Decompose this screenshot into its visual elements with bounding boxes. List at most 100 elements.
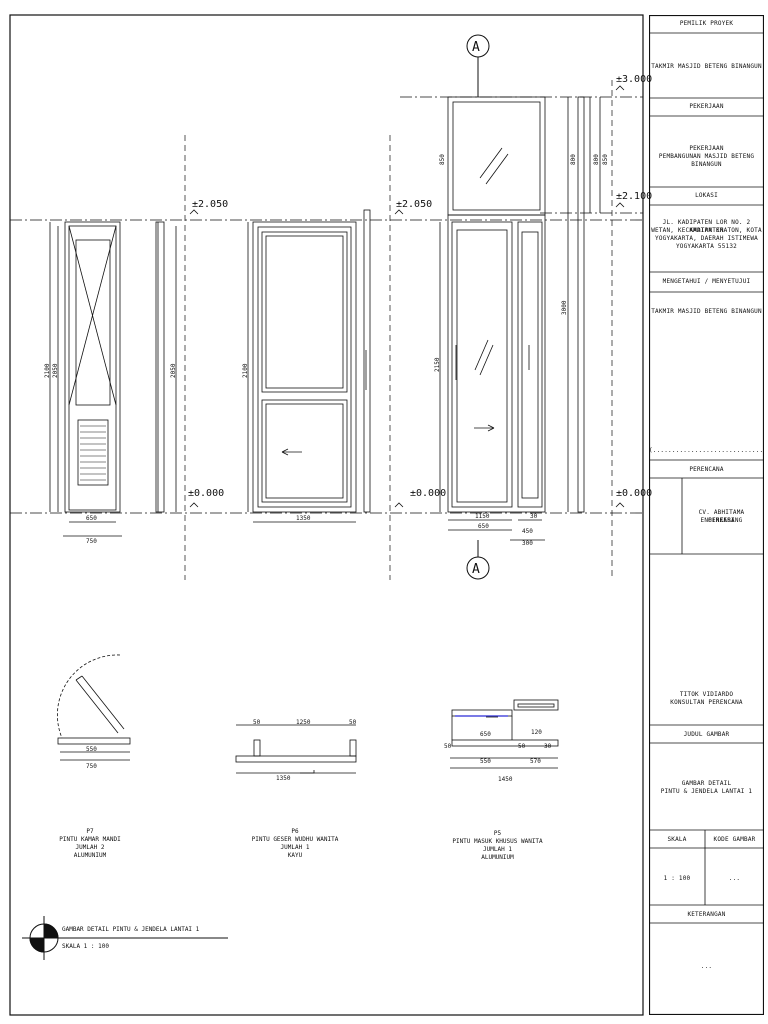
dim-label: 1350 (276, 775, 291, 782)
door-material: KAYU (287, 852, 303, 859)
door-p5-elevation (439, 96, 601, 541)
dim-label: 30 (530, 513, 538, 520)
drawing-title-header: JUDUL GAMBAR (683, 731, 730, 738)
dim-label: 300 (522, 540, 533, 547)
drawing-title-line2: PINTU & JENDELA LANTAI 1 (660, 788, 753, 795)
dim-label: 750 (86, 538, 97, 545)
dim-label: 850 (439, 154, 446, 165)
drawing-title-line1: GAMBAR DETAIL (681, 780, 732, 787)
location-line3: YOGYAKARTA, DAERAH ISTIMEWA (655, 235, 758, 242)
signature-line: (.......................................… (649, 447, 764, 454)
door-name: PINTU KAMAR MANDI (59, 836, 121, 843)
section-marker-bottom (466, 540, 490, 580)
work-header: PEKERJAAN (689, 103, 724, 110)
dim-label: 120 (531, 729, 542, 736)
level-label: ±3.000 (616, 74, 652, 85)
door-material: ALUMUNIUM (73, 852, 107, 859)
owner-name: TAKMIR MASJID BETENG BINANGUN (651, 63, 762, 70)
work-line1: PEKERJAAN (689, 145, 724, 152)
grid-lines (184, 80, 613, 580)
consultant-title: KONSULTAN PERENCANA (670, 699, 743, 706)
dim-label: 1250 (296, 719, 311, 726)
notes-value: ... (700, 963, 713, 970)
level-markers (189, 85, 625, 508)
level-label: ±2.050 (396, 199, 432, 210)
door-name: PINTU MASUK KHUSUS WANITA (452, 838, 543, 845)
dim-label: 1350 (296, 515, 311, 522)
scale-header: SKALA (667, 836, 687, 843)
dim-label: 650 (478, 523, 489, 530)
door-caption-p7: P7 PINTU KAMAR MANDI JUMLAH 2 ALUMUNIUM (40, 828, 140, 860)
dim-label: 1450 (498, 776, 513, 783)
dim-label: 750 (86, 763, 97, 770)
dim-label: 2050 (170, 363, 177, 378)
dim-label: 550 (480, 758, 491, 765)
door-code: P7 (86, 828, 94, 835)
dim-label: 30 (544, 743, 552, 750)
door-p6-elevation (247, 209, 371, 523)
sheet-title: GAMBAR DETAIL PINTU & JENDELA LANTAI 1 (62, 926, 200, 933)
planner-header: PERENCANA (689, 466, 724, 473)
dim-label: 450 (522, 528, 533, 535)
level-label: ±0.000 (410, 488, 446, 499)
door-code: P6 (291, 828, 299, 835)
dim-label: 50 (349, 719, 357, 726)
level-lines (10, 96, 643, 514)
code-value: ... (728, 875, 741, 882)
dim-label: 2100 (242, 363, 249, 378)
section-marker-top (466, 34, 490, 97)
dim-label: 2150 (434, 357, 441, 372)
door-material: ALUMUNIUM (481, 854, 514, 861)
title-block: PEMILIK PROYEK TAKMIR MASJID BETENG BINA… (649, 15, 764, 1015)
dim-label: 800 (593, 154, 600, 165)
door-name: PINTU GESER WUDHU WANITA (251, 836, 339, 843)
level-label: ±2.050 (192, 199, 228, 210)
dim-label: 2100 (44, 363, 51, 378)
notes-header: KETERANGAN (687, 911, 726, 918)
dim-label: 550 (86, 746, 97, 753)
level-label: ±0.000 (616, 488, 652, 499)
sheet-border (9, 14, 644, 1016)
sheet-scale: SKALA 1 : 100 (62, 943, 109, 950)
dim-label: 650 (86, 515, 97, 522)
dim-label: 50 (518, 743, 526, 750)
level-label: ±2.100 (616, 191, 652, 202)
title-block-frame (649, 15, 764, 1015)
door-p7-elevation (49, 221, 177, 537)
dim-label: 2050 (52, 363, 59, 378)
section-label-bottom: A (472, 562, 480, 577)
door-p5-plan (450, 699, 559, 769)
door-qty: JUMLAH 2 (75, 844, 105, 851)
scale-value: 1 : 100 (663, 875, 691, 882)
dim-label: 850 (602, 154, 609, 165)
work-line2: PEMBANGUNAN MASJID BETENG BINANGUN (658, 153, 755, 168)
dim-label: 3000 (561, 300, 568, 315)
door-code: P5 (493, 830, 502, 837)
approver-name: TAKMIR MASJID BETENG BINANGUN (651, 308, 762, 315)
section-label-top: A (472, 40, 480, 55)
location-header: LOKASI (695, 192, 718, 199)
door-caption-p6: P6 PINTU GESER WUDHU WANITA JUMLAH 1 KAY… (240, 828, 350, 860)
location-line4: YOGYAKARTA 55132 (676, 243, 737, 250)
consultant-name: TITOK VIDIARDO (679, 691, 734, 698)
dim-label: 650 (480, 731, 491, 738)
firm-line1: CV. ABHITAMA ENGINEERING (698, 509, 745, 524)
location-line2: WETAN, KECAMATAN KRATON, KOTA (651, 227, 762, 234)
door-qty: JUMLAH 1 (483, 846, 512, 853)
dim-label: 50 (444, 743, 452, 750)
firm-line2: PERKASA (708, 517, 735, 524)
code-header: KODE GAMBAR (713, 836, 756, 843)
location-line1: JL. KADIPATEN LOR NO. 2 KADIPATEN (662, 219, 751, 234)
dim-label: 800 (570, 154, 577, 165)
door-p7-plan (57, 654, 131, 761)
dim-label: 570 (530, 758, 541, 765)
door-caption-p5: P5 PINTU MASUK KHUSUS WANITA JUMLAH 1 AL… (440, 830, 555, 862)
dim-label: 1150 (475, 513, 490, 520)
door-qty: JUMLAH 1 (280, 844, 310, 851)
level-label: ±0.000 (188, 488, 224, 499)
north-symbol (22, 916, 228, 960)
door-p6-plan (235, 724, 357, 774)
owner-header: PEMILIK PROYEK (679, 20, 734, 27)
approval-header: MENGETAHUI / MENYETUJUI (662, 278, 751, 285)
